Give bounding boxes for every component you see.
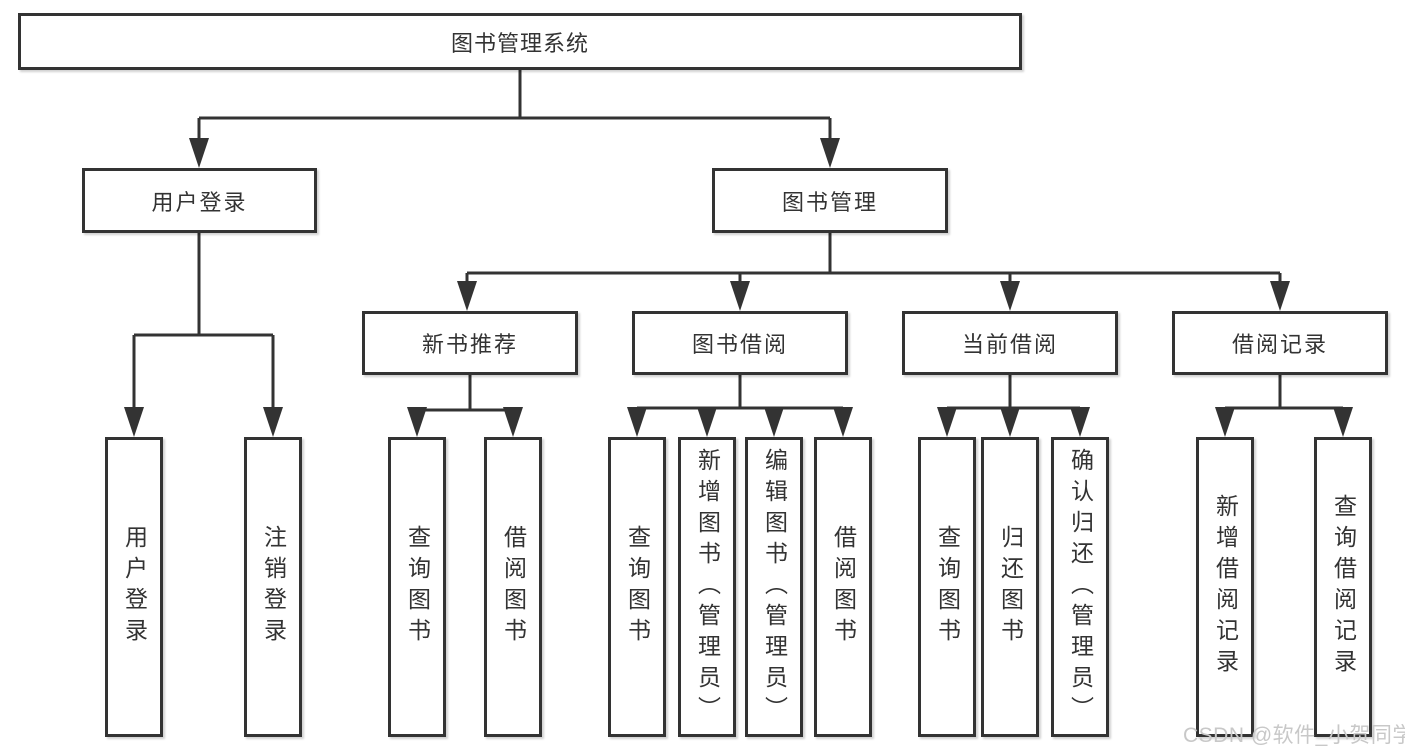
leaf-add-books-admin: 新增图书（管理员） — [678, 437, 736, 737]
node-book-borrowing: 图书借阅 — [632, 311, 848, 375]
leaf-query-books-borrowing: 查询图书 — [608, 437, 666, 737]
node-current-borrowing: 当前借阅 — [902, 311, 1118, 375]
node-user-login-branch: 用户登录 — [82, 168, 317, 233]
leaf-query-borrow-record: 查询借阅记录 — [1314, 437, 1372, 737]
node-library-management-system: 图书管理系统 — [18, 13, 1022, 70]
leaf-add-borrow-record: 新增借阅记录 — [1196, 437, 1254, 737]
node-new-book-recommendation: 新书推荐 — [362, 311, 578, 375]
leaf-query-books-recommend: 查询图书 — [388, 437, 446, 737]
leaf-edit-books-admin: 编辑图书（管理员） — [745, 437, 803, 737]
node-book-management-branch: 图书管理 — [712, 168, 948, 233]
leaf-user-login: 用户登录 — [105, 437, 163, 737]
leaf-query-books-current: 查询图书 — [918, 437, 976, 737]
leaf-logout: 注销登录 — [244, 437, 302, 737]
csdn-watermark: CSDN @软件_小贺同学 — [1183, 724, 1405, 747]
leaf-borrow-books-borrowing: 借阅图书 — [814, 437, 872, 737]
leaf-confirm-return-admin: 确认归还（管理员） — [1051, 437, 1109, 737]
leaf-return-books: 归还图书 — [981, 437, 1039, 737]
leaf-borrow-books-recommend: 借阅图书 — [484, 437, 542, 737]
node-borrowing-records: 借阅记录 — [1172, 311, 1388, 375]
